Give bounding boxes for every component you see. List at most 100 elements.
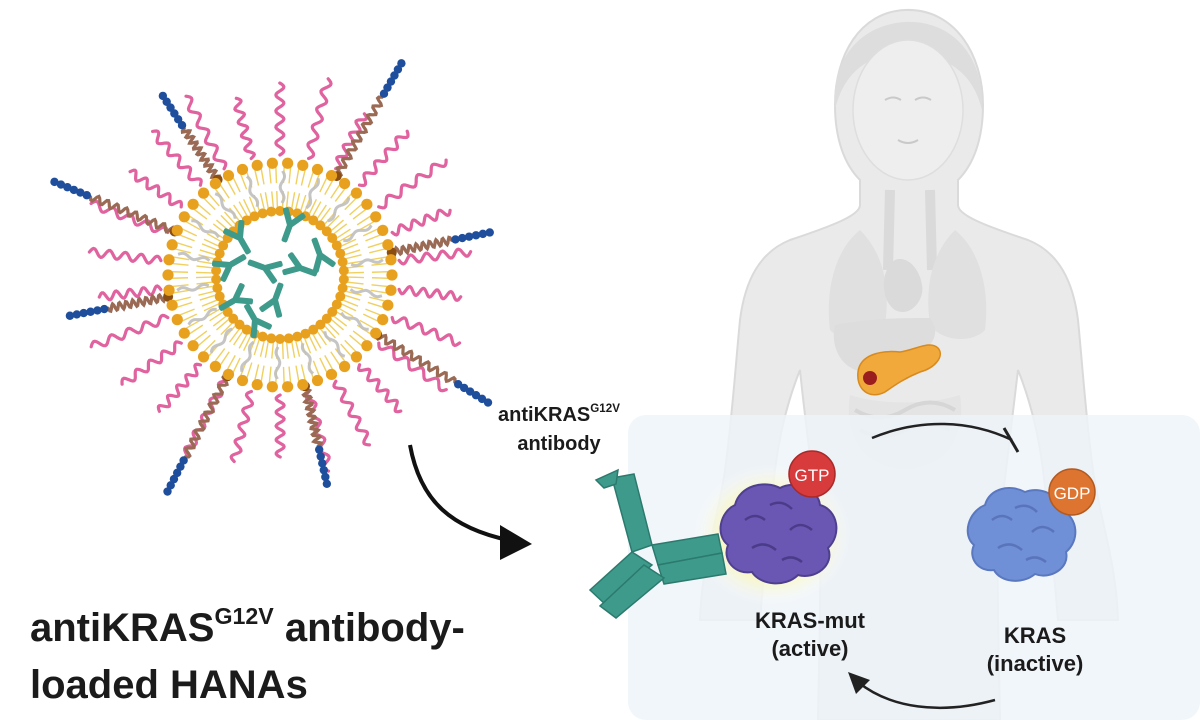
lipid-head-inner xyxy=(241,324,252,335)
lipid-tail xyxy=(288,167,292,184)
lipid-tail xyxy=(295,365,300,382)
lipid-tail xyxy=(276,191,279,208)
lipid-head-outer xyxy=(163,254,175,266)
lipid-head-outer xyxy=(209,177,222,190)
lipid-head-outer xyxy=(236,163,249,176)
lipid-tail xyxy=(253,339,260,356)
peg-chain-targeted xyxy=(375,333,457,384)
lipid-head-inner xyxy=(275,206,285,216)
lipid-tail xyxy=(288,366,292,383)
lipid-head-inner xyxy=(337,256,348,267)
lipid-tail xyxy=(198,290,215,296)
lipid-head-inner xyxy=(234,319,245,330)
lipid-tail xyxy=(320,207,332,222)
peg-chain-targeted xyxy=(106,291,170,314)
lipid-tail xyxy=(345,254,362,260)
lipid-tail xyxy=(367,301,384,308)
inhibition-bar xyxy=(1002,427,1020,453)
lipid-tail xyxy=(342,299,359,307)
ligand-bead xyxy=(315,445,324,454)
peg-chain-pink xyxy=(332,379,371,447)
lipid-tail xyxy=(197,334,211,347)
ligand-bead xyxy=(386,77,396,86)
lipid-head-outer xyxy=(222,368,235,381)
lipid-head-inner xyxy=(249,211,260,222)
membrane-strand xyxy=(327,196,351,223)
lipid-head-inner xyxy=(266,206,277,217)
lipid-tail xyxy=(349,334,363,347)
lipid-tail xyxy=(359,319,375,329)
peg-chain-pink xyxy=(377,158,448,210)
lipid-head-outer xyxy=(338,177,351,190)
lipid-tail xyxy=(371,262,388,266)
lipid-tail xyxy=(340,343,352,357)
lipid-head-outer xyxy=(361,198,373,210)
lipid-tail xyxy=(214,348,226,362)
delivery-arrowhead xyxy=(500,525,532,560)
membrane-strand xyxy=(240,340,255,373)
lipid-tail xyxy=(238,201,248,216)
ligand-bead xyxy=(318,459,327,468)
lipid-head-outer xyxy=(297,379,309,391)
peg-chain-pink xyxy=(377,341,448,393)
lipid-tail xyxy=(327,214,340,228)
lipid-tail xyxy=(259,340,265,357)
peg-chain-targeted xyxy=(183,374,229,459)
lipid-tail xyxy=(324,355,334,370)
ligand-bead xyxy=(451,235,460,244)
lipid-head-inner xyxy=(275,334,285,344)
lipid-tail xyxy=(199,294,216,301)
inhibition-arrow xyxy=(871,422,1013,442)
ligand-bead xyxy=(464,232,474,241)
lipid-head-outer xyxy=(311,374,324,387)
lipid-tail xyxy=(248,196,256,212)
peg-chain-targeted xyxy=(390,235,454,258)
lipid-head-outer xyxy=(166,299,178,311)
lipid-bilayer xyxy=(162,157,398,393)
peg-chain-targeted xyxy=(88,194,177,234)
lipid-tail xyxy=(260,365,265,382)
antibody-cargo xyxy=(211,207,336,339)
membrane-strand xyxy=(349,288,383,299)
lipid-tail xyxy=(179,234,195,242)
peg-chain-pink xyxy=(357,129,410,188)
lipid-head-inner xyxy=(315,220,326,231)
lipid-head-inner xyxy=(331,240,342,251)
ligand-bead xyxy=(56,180,66,189)
lipid-tail xyxy=(349,203,363,216)
peg-chain-targeted xyxy=(335,95,384,178)
lipid-head-outer xyxy=(311,163,324,176)
lipid-tail xyxy=(370,289,387,294)
antibody-label: antiKRASG12V antibody xyxy=(498,402,620,455)
lipid-head-outer xyxy=(178,211,190,223)
lipid-tail xyxy=(179,308,195,316)
lipid-tail xyxy=(240,174,248,190)
peg-chain-pink xyxy=(151,129,203,187)
membrane-strand xyxy=(274,346,282,380)
lipid-tail xyxy=(201,299,218,307)
lipid-tail xyxy=(370,256,387,261)
ligand-bead xyxy=(319,465,329,475)
lipid-tail xyxy=(359,221,375,231)
lipid-tail xyxy=(336,228,351,239)
lipid-tail xyxy=(232,357,241,373)
ligand-bead xyxy=(316,452,325,461)
lipid-tail xyxy=(242,198,252,215)
lipid-head-outer xyxy=(222,169,235,182)
ligand-bead xyxy=(100,304,109,314)
lipid-tail xyxy=(209,311,224,322)
lipid-tail xyxy=(181,228,198,237)
lipid-head-inner xyxy=(292,331,303,342)
lipid-head-inner xyxy=(257,208,268,219)
lipid-head-inner xyxy=(327,306,338,317)
peg-chain-pink xyxy=(87,246,163,265)
ligand-bead xyxy=(393,65,403,74)
lipid-head-outer xyxy=(370,211,382,223)
lipid-head-outer xyxy=(266,157,278,169)
lipid-tail xyxy=(369,296,385,302)
ligand-bead xyxy=(166,481,175,490)
lipid-tail xyxy=(295,340,301,357)
lipid-tail xyxy=(193,208,208,220)
lipid-head-outer xyxy=(166,239,178,251)
lipid-tail xyxy=(330,219,344,232)
